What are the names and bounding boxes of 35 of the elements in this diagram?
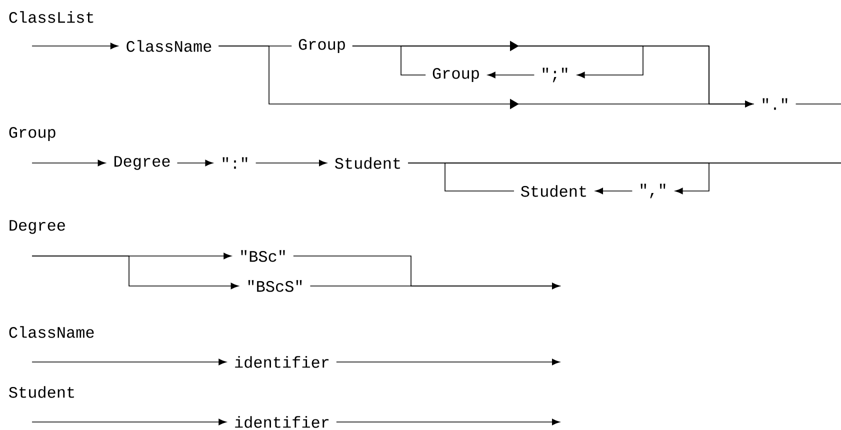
symbol-text: "," [640, 184, 666, 198]
connector-line [444, 162, 841, 192]
arrow [32, 418, 226, 426]
rule-heading: Student [9, 386, 74, 398]
symbol-text: ";" [542, 68, 568, 82]
arrow [32, 160, 106, 166]
rule-heading: Degree [10, 220, 65, 234]
arrow [176, 160, 214, 166]
symbol-text: identifier [235, 416, 329, 428]
arrow [400, 46, 753, 108]
arrow [488, 72, 535, 78]
symbol-text: Degree [114, 156, 170, 170]
symbol-text: "." [762, 98, 788, 110]
symbol-text: "BSc" [241, 250, 285, 262]
arrow [336, 418, 560, 426]
arrow [352, 46, 644, 78]
arrow [408, 162, 710, 194]
arrow [32, 256, 239, 290]
symbol-text: Group [432, 68, 479, 82]
symbol-text: identifier [235, 356, 329, 368]
rule-heading: ClassName [9, 326, 94, 338]
symbol-text: Student [521, 185, 586, 197]
arrow [595, 188, 633, 194]
arrow [32, 358, 226, 366]
rule-heading: ClassList [9, 11, 94, 23]
symbol-text: "BScS" [248, 280, 302, 292]
symbol-text: Student [335, 157, 400, 169]
arrow [310, 282, 560, 290]
symbol-text: ":" [222, 157, 248, 169]
rule-heading: Group [9, 127, 56, 141]
symbol-text: ClassName [126, 40, 212, 52]
arrow [336, 358, 560, 366]
symbol-text: Group [298, 39, 345, 53]
arrow [32, 42, 118, 50]
arrow [255, 160, 327, 166]
